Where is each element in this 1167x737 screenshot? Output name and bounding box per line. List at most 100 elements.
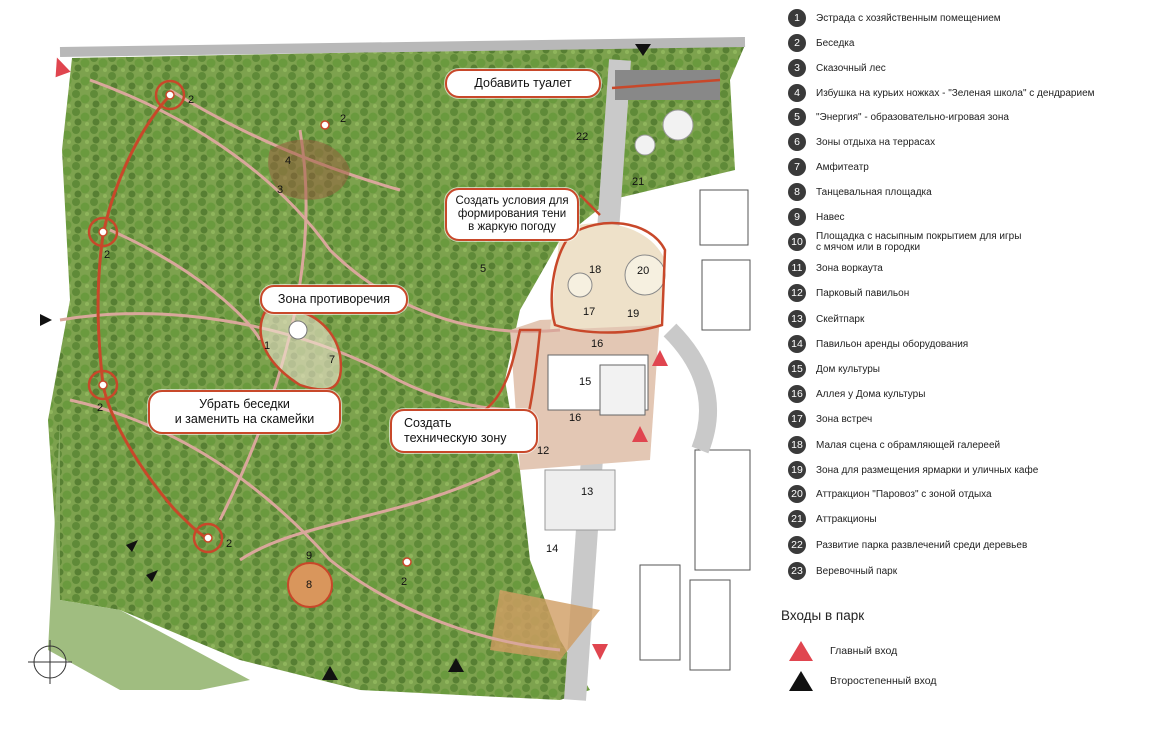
main-entrance-label: Главный вход: [830, 645, 898, 657]
label-2: 2: [104, 249, 111, 261]
label-8: 8: [306, 579, 313, 591]
legend-item-5: 5"Энергия" - образовательно-игровая зона: [788, 107, 1009, 127]
legend-label: Аттракцион "Паровоз" с зоной отдыха: [816, 488, 992, 500]
legend-number-badge: 13: [788, 310, 806, 328]
label-1: 1: [264, 340, 271, 352]
east-plaza: [490, 70, 720, 660]
label-22: 22: [576, 131, 589, 143]
legend-main-entrance: Главный вход: [788, 640, 897, 662]
secondary-entrances: [40, 44, 651, 680]
label-20: 20: [637, 265, 650, 277]
legend-label: Парковый павильон: [816, 287, 910, 299]
legend-item-9: 9 Навес: [788, 207, 845, 227]
legend-number-badge: 23: [788, 562, 806, 580]
amphitheater-dome: [288, 320, 308, 340]
legend-number-badge: 18: [788, 436, 806, 454]
legend-label: Скейтпарк: [816, 313, 865, 325]
fairy-forest: [268, 139, 350, 200]
legend-label: Веревочный парк: [816, 565, 898, 577]
legend-item-23: 23 Веревочный парк: [788, 561, 897, 581]
label-18: 18: [589, 264, 602, 276]
dance-floor: [287, 562, 333, 608]
callout-replace-gazebos: Убрать беседки и заменить на скамейки: [148, 390, 341, 434]
legend-number-badge: 6: [788, 133, 806, 151]
label-17: 17: [583, 306, 596, 318]
legend-item-15: 15 Дом культуры: [788, 359, 880, 379]
legend-number-badge: 19: [788, 461, 806, 479]
legend-number-badge: 17: [788, 410, 806, 428]
legend-item-7: 7 Амфитеатр: [788, 157, 869, 177]
legend-item-14: 14 Павильон аренды оборудования: [788, 334, 968, 354]
legend-number-badge: 22: [788, 536, 806, 554]
compass-icon: [28, 640, 72, 684]
label-19: 19: [627, 308, 640, 320]
label-15: 15: [579, 376, 592, 388]
label-4: 4: [285, 155, 292, 167]
label-2: 2: [340, 113, 347, 125]
label-14: 14: [546, 543, 559, 555]
label-7: 7: [329, 354, 336, 366]
callout-create-shade: Создать условия для формирования тени в …: [445, 188, 579, 241]
legend-label: Развитие парка развлечений среди деревье…: [816, 539, 1028, 551]
legend-label: Дом культуры: [816, 363, 880, 375]
legend-label: Аллея у Дома культуры: [816, 388, 926, 400]
legend-label: Эстрада с хозяйственным помещением: [816, 12, 1001, 24]
legend-number-badge: 11: [788, 259, 806, 277]
label-12: 12: [537, 445, 550, 457]
legend-number-badge: 9: [788, 208, 806, 226]
callout-add-toilet: Добавить туалет: [445, 69, 601, 98]
secondary-entrance-label: Второстепенный вход: [830, 675, 937, 687]
legend-label: Зона встреч: [816, 413, 873, 425]
legend-label: Зона для размещения ярмарки и уличных ка…: [816, 464, 1039, 476]
legend-label: Павильон аренды оборудования: [816, 338, 969, 350]
legend-label: Беседка: [816, 37, 855, 49]
legend-label: Аттракционы: [816, 513, 877, 525]
label-13: 13: [581, 486, 594, 498]
legend-number-badge: 1: [788, 9, 806, 27]
main-entrance-icon: [789, 641, 813, 661]
legend-label: Зоны отдыха на террасах: [816, 136, 936, 148]
legend-number-badge: 10: [788, 233, 806, 251]
legend-number-badge: 14: [788, 335, 806, 353]
secondary-entrance-icon: [789, 671, 813, 691]
label-2: 2: [401, 576, 408, 588]
legend-item-17: 17 Зона встреч: [788, 409, 872, 429]
pin-markers: [98, 90, 412, 567]
label-16: 16: [569, 412, 582, 424]
label-21: 21: [632, 176, 645, 188]
legend-item-13: 13 Скейтпарк: [788, 309, 864, 329]
legend-label: Сказочный лес: [816, 62, 886, 74]
legend-number-badge: 4: [788, 84, 806, 102]
map-number-labels: 2 2 2 2 2 2 1 3 4 5 7 8 9 12 13 14 15 16…: [97, 94, 650, 591]
legend-label: Площадка с насыпным покрытием для игры с…: [816, 231, 1022, 253]
legend-number-badge: 2: [788, 34, 806, 52]
pavilion-markers: [87, 79, 224, 554]
callout-technical-zone: Создать техническую зону: [390, 409, 538, 453]
label-3: 3: [277, 184, 284, 196]
label-9: 9: [306, 550, 313, 562]
conflict-zone-outline: [259, 310, 343, 391]
legend-label: "Энергия" - образовательно-игровая зона: [816, 111, 1009, 123]
legend-item-2: 2 Беседка: [788, 33, 854, 53]
legend-item-22: 22 Развитие парка развлечений среди дерев…: [788, 535, 1027, 555]
legend-item-10: 10 Площадка с насыпным покрытием для игры…: [788, 231, 1022, 253]
legend-number-badge: 8: [788, 183, 806, 201]
city-blocks: [639, 189, 751, 671]
legend-label: Танцевальная площадка: [816, 186, 932, 198]
legend-label: Навес: [816, 211, 845, 223]
label-2: 2: [97, 402, 104, 414]
legend-number-badge: 7: [788, 158, 806, 176]
legend-number-badge: 12: [788, 284, 806, 302]
legend-number-badge: 15: [788, 360, 806, 378]
legend-secondary-entrance: Второстепенный вход: [788, 670, 937, 692]
label-2: 2: [226, 538, 233, 550]
legend-label: Амфитеатр: [816, 161, 869, 173]
legend-item-6: 6 Зоны отдыха на террасах: [788, 132, 935, 152]
label-2: 2: [188, 94, 195, 106]
